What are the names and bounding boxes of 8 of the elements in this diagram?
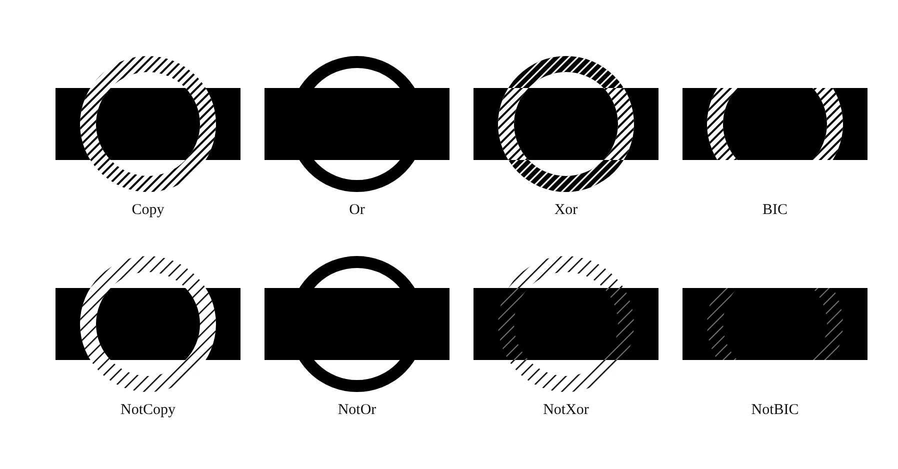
mode-label: Xor bbox=[553, 202, 579, 219]
mode-label: NotXor bbox=[542, 402, 590, 419]
mode-label: BIC bbox=[761, 202, 788, 219]
mode-label: Copy bbox=[130, 202, 166, 219]
mode-label: Or bbox=[348, 202, 366, 219]
mode-label: NotCopy bbox=[119, 402, 176, 419]
mode-label: NotBIC bbox=[750, 402, 800, 419]
mode-label: NotOr bbox=[336, 402, 378, 419]
